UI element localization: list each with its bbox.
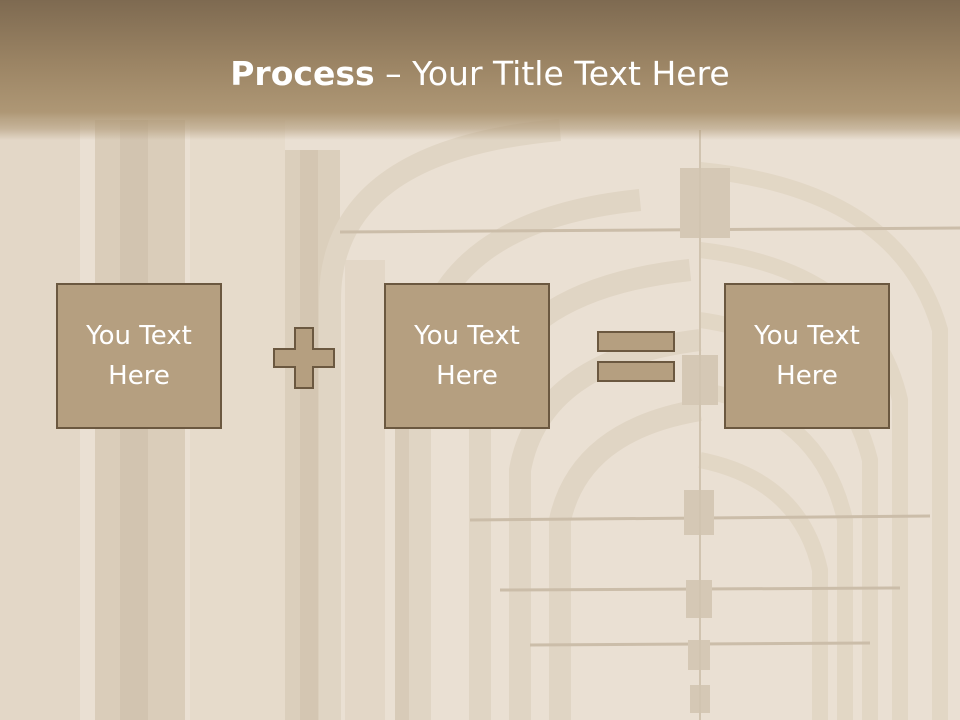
equals-icon [597,331,675,382]
title-band [0,0,960,140]
title-bold-part: Process [230,54,375,93]
process-box-1-label: You Text Here [86,321,192,391]
process-box-2-label: You Text Here [414,321,520,391]
slide-title: Process – Your Title Text Here [0,52,960,96]
process-box-3-label: You Text Here [754,321,860,391]
process-box-3: You Text Here [724,283,890,429]
process-box-1: You Text Here [56,283,222,429]
title-rest-part: – Your Title Text Here [374,54,730,93]
plus-icon [273,327,335,389]
process-box-2: You Text Here [384,283,550,429]
